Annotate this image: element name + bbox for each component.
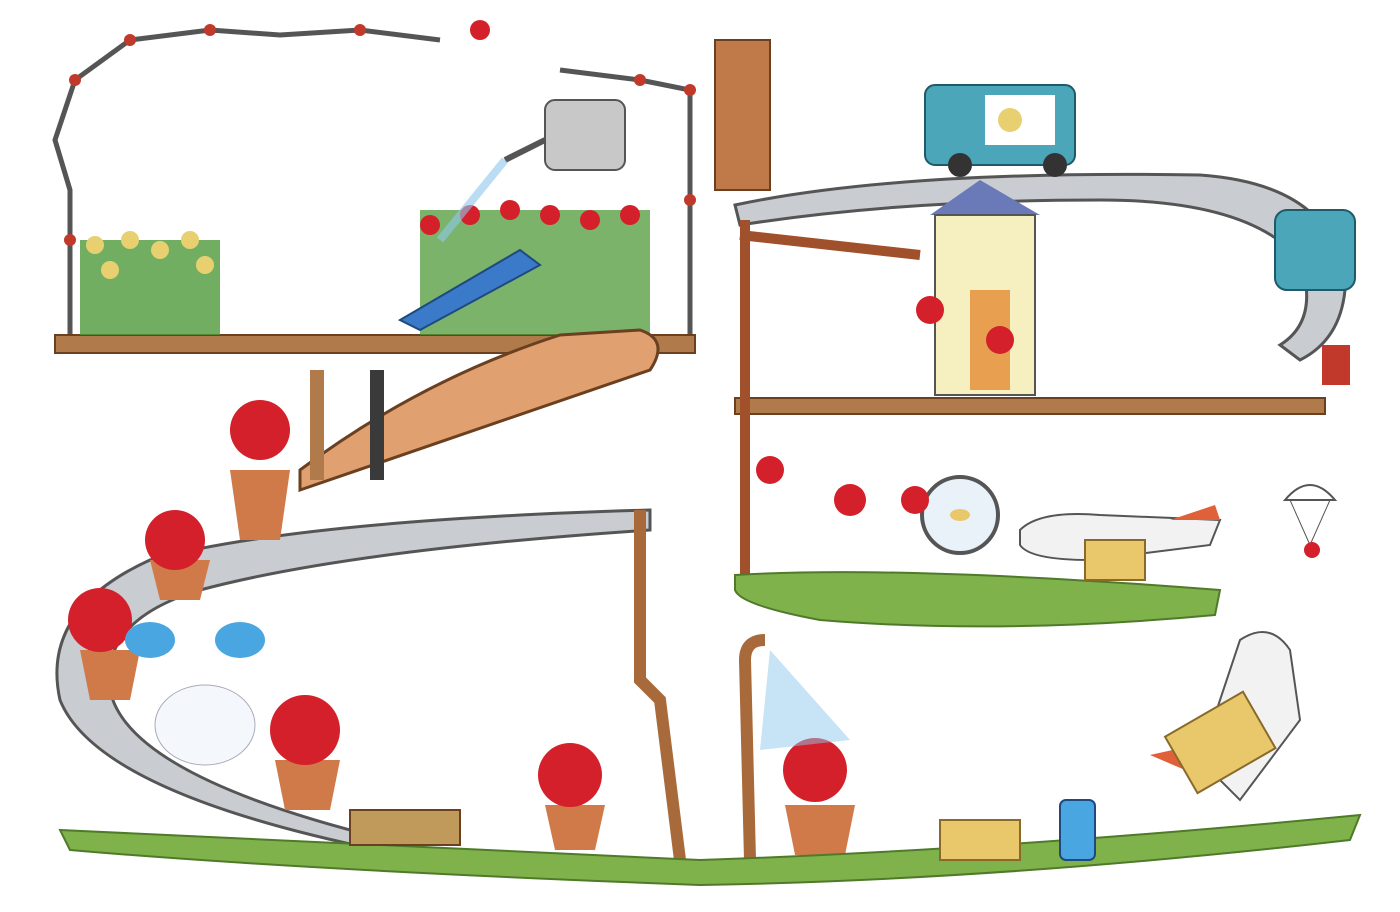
middle-shelf bbox=[734, 397, 1326, 415]
frame-joints bbox=[64, 24, 696, 246]
pipes bbox=[634, 510, 766, 861]
pruning-shears bbox=[397, 248, 542, 332]
diving-plane bbox=[1150, 631, 1302, 802]
crane-arm bbox=[739, 220, 921, 580]
spray-cloud bbox=[125, 622, 265, 766]
yellow-roses bbox=[80, 231, 220, 335]
shower-water bbox=[760, 650, 850, 750]
delivery-truck bbox=[924, 84, 1076, 177]
ground-grass bbox=[58, 813, 1362, 887]
grass-island bbox=[734, 571, 1222, 628]
watering-can bbox=[436, 99, 626, 243]
cargo-plane bbox=[1019, 505, 1222, 581]
crates-ground bbox=[349, 799, 1096, 861]
red-roses-top bbox=[420, 20, 650, 335]
house bbox=[930, 180, 1040, 396]
door bbox=[714, 39, 771, 191]
rose-pots bbox=[68, 400, 855, 855]
upper-road bbox=[733, 172, 1347, 362]
roses-baskets bbox=[756, 296, 1014, 516]
parachute-rose bbox=[1282, 484, 1338, 558]
conveyor-ramp bbox=[298, 328, 660, 493]
magnifier-bee bbox=[920, 475, 1000, 555]
thread-spool bbox=[1322, 345, 1350, 385]
van-rear bbox=[1274, 209, 1356, 291]
